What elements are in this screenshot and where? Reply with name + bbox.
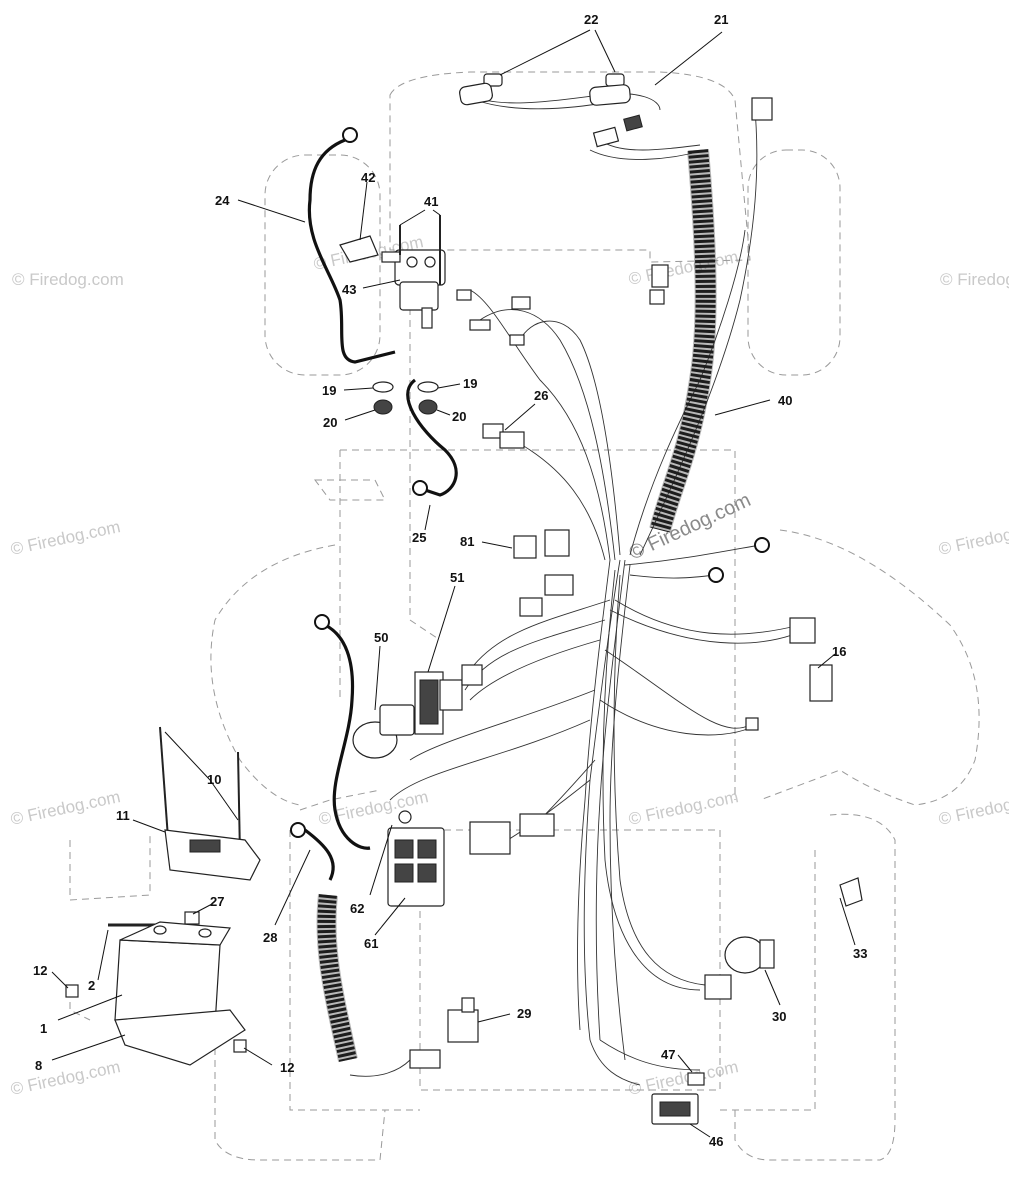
fuse-holder — [499, 431, 525, 449]
conduit-40 — [649, 149, 717, 533]
callout-41: 41 — [424, 194, 438, 209]
lock-washer — [372, 381, 394, 393]
ignition-switch — [414, 664, 483, 735]
connector — [519, 813, 555, 837]
tractor-outline — [69, 71, 980, 1161]
callout-10: 10 — [207, 772, 221, 787]
connector — [809, 664, 833, 702]
callout-30: 30 — [772, 1009, 786, 1024]
callout-12: 12 — [33, 963, 47, 978]
connector — [651, 264, 669, 288]
callout-20: 20 — [323, 415, 337, 430]
watermark: © Firedog.com — [9, 1057, 122, 1099]
seat-switch — [447, 997, 479, 1043]
callout-1: 1 — [40, 1021, 47, 1036]
nut — [233, 1039, 247, 1053]
callout-2: 2 — [88, 978, 95, 993]
callout-22: 22 — [584, 12, 598, 27]
callout-27: 27 — [210, 894, 224, 909]
callout-19: 19 — [322, 383, 336, 398]
connector — [649, 289, 665, 305]
callout-51: 51 — [450, 570, 464, 585]
callout-29: 29 — [517, 1006, 531, 1021]
callout-33: 33 — [853, 946, 867, 961]
conduit-28 — [316, 893, 358, 1063]
callout-20: 20 — [452, 409, 466, 424]
watermark: © Firedog.com — [937, 517, 1009, 559]
relay — [513, 535, 537, 559]
callout-11: 11 — [116, 808, 130, 823]
lock-washer — [417, 381, 439, 393]
callout-62: 62 — [350, 901, 364, 916]
callout-47: 47 — [661, 1047, 675, 1062]
connector — [519, 597, 543, 617]
terminal — [509, 334, 525, 346]
battery-holddown — [159, 726, 261, 881]
pto-switch-panel — [387, 810, 445, 907]
leader-lines — [51, 29, 856, 1138]
callout-21: 21 — [714, 12, 728, 27]
callout-50: 50 — [374, 630, 388, 645]
watermark: © Firedog.com — [937, 787, 1009, 829]
connector — [469, 821, 511, 855]
callout-40: 40 — [778, 393, 792, 408]
starter-solenoid — [381, 249, 472, 329]
callout-43: 43 — [342, 282, 356, 297]
callout-28: 28 — [263, 930, 277, 945]
callout-26: 26 — [534, 388, 548, 403]
nut — [418, 399, 438, 415]
callout-81: 81 — [460, 534, 474, 549]
nut — [373, 399, 393, 415]
callout-8: 8 — [35, 1058, 42, 1073]
connector — [751, 97, 773, 121]
parts — [65, 73, 863, 1125]
callout-labels: 22 21 42 41 24 43 19 19 20 20 26 40 25 8… — [33, 12, 867, 1149]
connector — [544, 529, 570, 557]
nut — [65, 984, 79, 998]
nut — [184, 911, 200, 925]
watermark: © Firedog.com — [9, 517, 122, 559]
clip — [839, 877, 863, 907]
callout-25: 25 — [412, 530, 426, 545]
watermark: © Firedog.com — [627, 247, 740, 289]
ignition-key-switch — [704, 936, 775, 1000]
terminal — [469, 319, 491, 331]
connector — [592, 126, 620, 148]
watermark: © Firedog.com — [940, 270, 1009, 289]
battery-tray — [114, 1009, 246, 1066]
callout-61: 61 — [364, 936, 378, 951]
connector — [789, 617, 816, 644]
callout-46: 46 — [709, 1134, 723, 1149]
connector — [544, 574, 574, 596]
callout-16: 16 — [832, 644, 846, 659]
battery-cables — [290, 127, 770, 881]
headlight-bulb — [459, 73, 631, 106]
watermark: © Firedog.com — [627, 787, 740, 829]
watermark: © Firedog.com — [12, 270, 124, 289]
callout-24: 24 — [215, 193, 230, 208]
watermark: © Firedog.com — [9, 787, 122, 829]
connector — [745, 717, 759, 731]
hour-meter — [651, 1072, 705, 1125]
callout-12: 12 — [280, 1060, 294, 1075]
connector — [623, 114, 643, 132]
callout-42: 42 — [361, 170, 375, 185]
connector — [409, 1049, 441, 1069]
callout-19: 19 — [463, 376, 477, 391]
fuse-holder — [482, 423, 504, 439]
battery — [114, 921, 231, 1026]
light-switch — [352, 704, 415, 759]
watermark: © Firedog.com — [627, 1057, 740, 1099]
terminal — [511, 296, 531, 310]
